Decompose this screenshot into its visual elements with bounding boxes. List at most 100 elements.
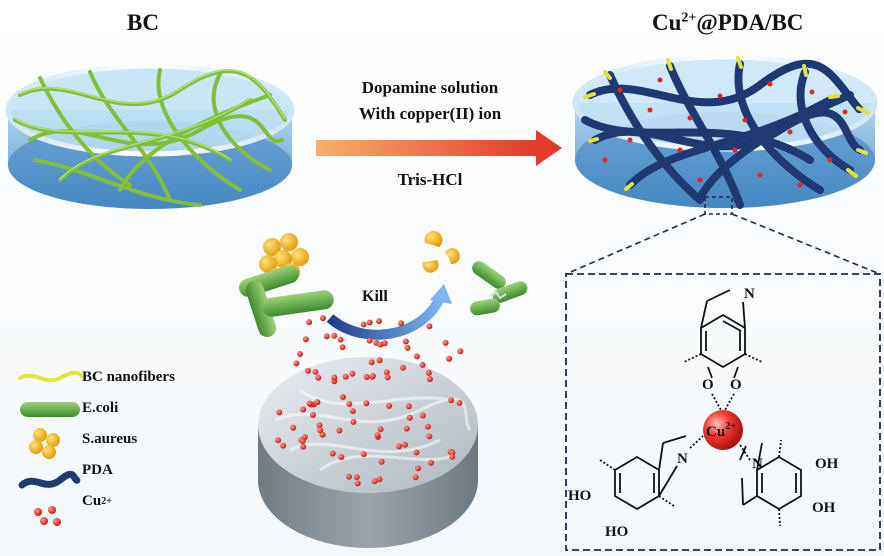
cu-ion-dot — [456, 399, 463, 406]
chem-labels: N O O N N HO HO OH OH Cu2+ — [568, 286, 839, 540]
cu-ion-dot — [275, 437, 282, 444]
atom-n-right: N — [752, 456, 763, 472]
bc-fiber-tips — [583, 56, 870, 191]
cu-ion-dot — [315, 374, 322, 381]
cu-ion-dot — [360, 451, 367, 458]
cu-ion-dot — [337, 336, 344, 343]
cu-ion-dot — [306, 400, 313, 407]
cu-ion-dot — [331, 374, 338, 381]
cu-ion-dot — [276, 409, 283, 416]
cu-pda-bc-title: Cu2+@PDA/BC — [652, 10, 804, 35]
atom-o-left: O — [702, 377, 714, 393]
cu-center-label: Cu2+ — [706, 421, 736, 440]
process-arrow — [316, 130, 562, 166]
cu-ion-dot — [331, 332, 338, 339]
cu-ion-dot — [377, 426, 384, 433]
cu-ion-dot — [376, 357, 383, 364]
cu-ion-dot — [360, 321, 367, 328]
cu-ion-dot — [323, 333, 330, 340]
cu-ion-dot — [419, 412, 426, 419]
cu-ion-scatter — [275, 315, 464, 487]
right-benzene-ring — [756, 455, 802, 511]
cu-ion-dot — [415, 465, 422, 472]
pda-chain-icon — [18, 470, 82, 489]
cu-ion-dot — [314, 399, 321, 406]
atom-n-left: N — [677, 451, 688, 467]
cu-ion-dot — [320, 315, 326, 322]
material-disc — [258, 357, 478, 548]
cu-ion-dot — [368, 359, 375, 366]
cu-ion-dot — [425, 369, 432, 376]
atom-oh-lower: OH — [812, 500, 836, 516]
cu-ion-dot — [398, 320, 405, 327]
legend-item-s-aureus: S.aureus — [82, 431, 138, 447]
cu-ion-dot — [403, 425, 410, 432]
kill-arrow — [326, 295, 445, 340]
atom-ho-left: HO — [568, 488, 591, 504]
process-line-1: Dopamine solution — [361, 78, 499, 97]
cu-ion-dot — [402, 338, 409, 345]
cu-ion-dot — [412, 474, 419, 481]
process-line-2: With copper(II) ion — [358, 104, 502, 123]
cu-ion-dot — [319, 431, 326, 438]
atom-o-right: O — [730, 377, 742, 393]
cu-ion-dot — [369, 373, 376, 379]
cu-ion-dot — [280, 442, 287, 449]
cu-ion-dot — [377, 341, 384, 348]
cu-ion-dot — [366, 319, 373, 326]
cu-ion-dot — [363, 400, 370, 407]
cu-ion-dot — [384, 374, 391, 381]
cu-ion-dot — [413, 353, 420, 360]
cu-ion-dot — [312, 368, 319, 375]
cu-ion-dot — [297, 351, 303, 357]
cu-ion-dot — [302, 336, 309, 343]
legend-item-e-coli: E.coli — [82, 400, 119, 416]
zoom-detail-box — [565, 273, 881, 551]
cu-ion-dot — [300, 406, 307, 413]
cu-ion-dot — [363, 374, 370, 380]
zoom-source-box — [704, 196, 733, 215]
legend-item-bc-nanofibers: BC nanofibers — [82, 369, 175, 385]
cu-ion-dot — [404, 344, 411, 351]
cu-center-sphere — [703, 410, 743, 450]
cu-ion-dot — [305, 367, 312, 374]
cu-ion-dot — [406, 414, 413, 421]
cu-pda-bc-dish — [572, 54, 878, 209]
left-benzene-ring — [614, 455, 660, 511]
cu-ion-dot — [424, 423, 431, 430]
cu-ion-dot — [317, 427, 324, 434]
cu-ion-dot — [448, 397, 455, 404]
legend-symbols — [18, 370, 84, 526]
legend-item-pda: PDA — [82, 462, 113, 478]
dead-s-aureus — [422, 230, 460, 273]
cu-ion-dot — [427, 459, 434, 466]
bc-title: BC — [127, 10, 159, 35]
rod-bacterium-icon — [20, 402, 80, 417]
cu-ion-dot — [290, 424, 297, 431]
cu-ion-dot — [376, 318, 382, 325]
cu-ion-dot — [339, 344, 346, 351]
cu-ion-dot — [342, 373, 349, 380]
cu-ion-dot — [306, 319, 313, 326]
bc-dish — [5, 63, 295, 209]
cu-pda-complex — [599, 289, 802, 527]
cu-ion-dot — [374, 432, 381, 439]
cu-ion-dot — [449, 453, 456, 460]
kill-arrowhead — [430, 284, 452, 304]
cu-ion-dot — [386, 402, 393, 409]
cu-ion-dot — [371, 478, 378, 485]
atom-ho-bottom: HO — [605, 524, 628, 540]
cu-ion-dot — [402, 441, 408, 448]
cu-ion-dot — [442, 339, 449, 346]
cu-ion-dot — [336, 427, 343, 434]
cu-ion-dot — [293, 360, 300, 367]
cu-ion-dot — [405, 403, 412, 410]
coccus-cluster-icon — [29, 428, 60, 459]
dead-e-coli — [470, 261, 528, 316]
cu-ion-dot — [350, 418, 357, 425]
cu-ion-dot — [413, 449, 420, 456]
cu-ion-dot — [338, 454, 345, 461]
cu-ion-dot — [366, 337, 373, 344]
cu-ion-dot — [383, 369, 390, 376]
